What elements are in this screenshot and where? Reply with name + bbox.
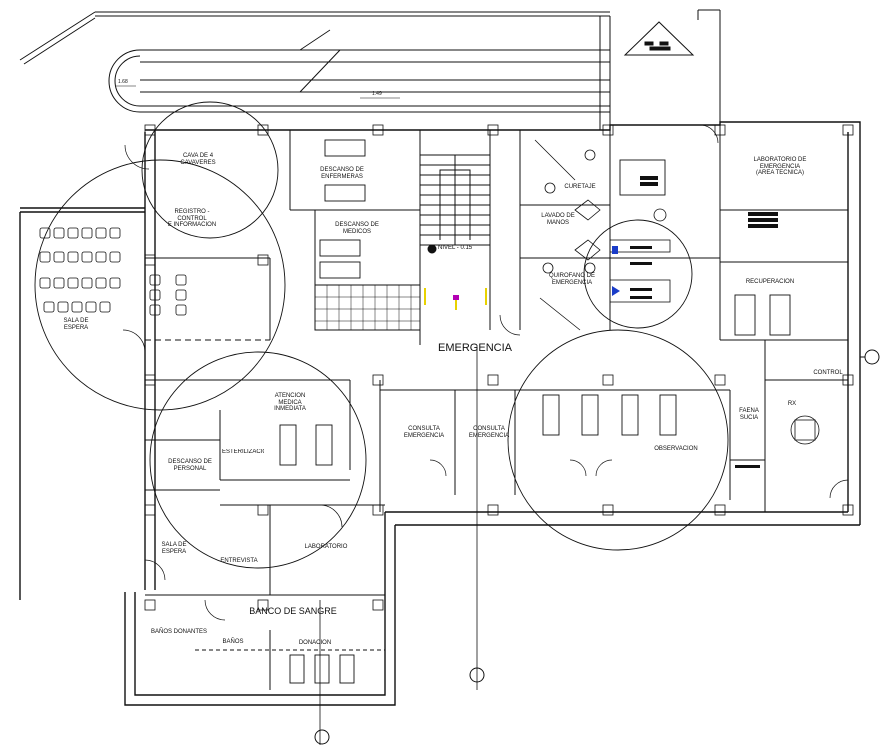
room-lavado-manos: LAVADO DE MANOS bbox=[541, 213, 575, 226]
room-atencion: ATENCION MEDICA INMEDIATA bbox=[274, 393, 306, 413]
room-faena-sucia: FAENA SUCIA bbox=[739, 408, 759, 421]
room-consulta-2: CONSULTA EMERGENCIA bbox=[468, 426, 510, 439]
beds bbox=[279, 139, 791, 684]
room-laboratorio-emergencia: LABORATORIO DE EMERGENCIA (AREA TECNICA) bbox=[753, 157, 807, 177]
room-sala-espera-1: SALA DE ESPERA bbox=[63, 318, 89, 331]
tiled-bathroom bbox=[314, 284, 421, 331]
room-curetaje: CURETAJE bbox=[564, 184, 596, 190]
room-rx: RX bbox=[787, 401, 797, 407]
room-banos: BAÑOS bbox=[222, 639, 244, 645]
section-markers bbox=[314, 244, 880, 745]
north-sign-triangle bbox=[623, 9, 721, 125]
room-observacion: OBSERVACION bbox=[654, 446, 698, 452]
room-quirofano: QUIROFANO DE EMERGENCIA bbox=[548, 273, 595, 286]
room-consulta-1: CONSULTA EMERGENCIA bbox=[403, 426, 445, 439]
room-descanso-enfermeras: DESCANSO DE ENFERMERAS bbox=[320, 167, 364, 180]
room-laboratorio: LABORATORIO bbox=[304, 544, 348, 550]
room-esterilizacion: ESTERILIZACION bbox=[222, 449, 264, 455]
staircase bbox=[419, 154, 491, 246]
room-descanso-personal: DESCANSO DE PERSONAL bbox=[168, 459, 212, 472]
room-cava: CAVA DE 4 CAVAVERES bbox=[180, 153, 216, 166]
equipment-marks bbox=[630, 176, 778, 468]
dimension-2: 1.49 bbox=[372, 91, 382, 97]
columns bbox=[144, 124, 854, 611]
room-banos-donantes: BAÑOS DONANTES bbox=[150, 629, 207, 635]
doors bbox=[122, 124, 849, 621]
room-descanso-medicos: DESCANSO DE MEDICOS bbox=[335, 222, 379, 235]
waiting-seats-left bbox=[39, 227, 187, 316]
main-title: EMERGENCIA bbox=[438, 342, 512, 354]
room-control: CONTROL bbox=[813, 370, 843, 376]
zone-circles bbox=[34, 101, 729, 569]
operating-fixtures bbox=[534, 139, 820, 445]
room-recuperacion: RECUPERACION bbox=[745, 279, 795, 285]
room-banco-sangre: BANCO DE SANGRE bbox=[249, 606, 337, 616]
accent-marks bbox=[424, 246, 620, 310]
dimension-1: 1.68 bbox=[118, 79, 128, 85]
room-registro: REGISTRO - CONTROL E INFORMACION bbox=[167, 209, 217, 229]
room-entrevista: ENTREVISTA bbox=[220, 558, 258, 564]
room-sala-espera-2: SALA DE ESPERA bbox=[161, 542, 187, 555]
level-label: NIVEL - 0.15 bbox=[438, 245, 473, 251]
room-donacion: DONACION bbox=[298, 640, 332, 646]
entrance-canopy bbox=[19, 11, 611, 130]
